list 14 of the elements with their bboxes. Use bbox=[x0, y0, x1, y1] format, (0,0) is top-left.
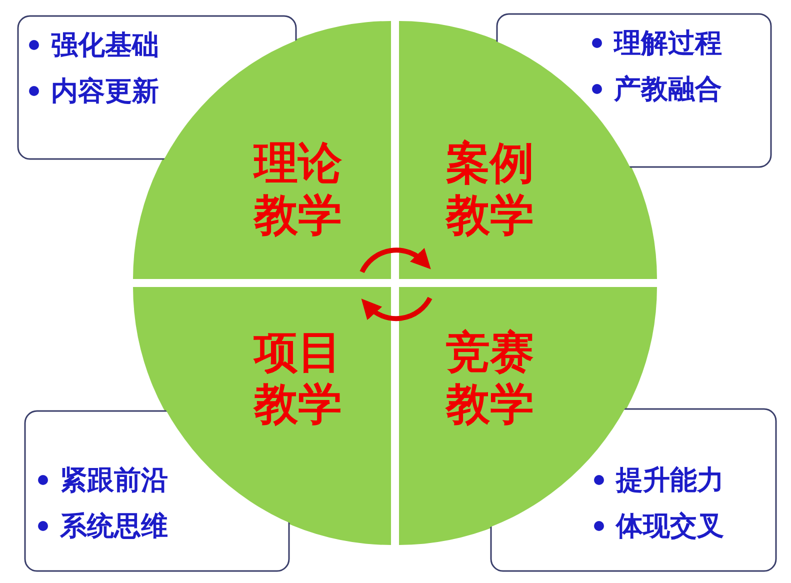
bullet-item: 理解过程 bbox=[614, 28, 722, 59]
curved-arrow bbox=[360, 296, 432, 321]
bullet-item: 体现交叉 bbox=[616, 511, 724, 542]
bullet-item: 紧跟前沿 bbox=[60, 465, 168, 496]
bullet-item: 强化基础 bbox=[51, 30, 159, 61]
quadrant-title: 竞赛教学 bbox=[444, 327, 535, 431]
bullet-item: 内容更新 bbox=[51, 76, 159, 107]
bullet-item: 产教融合 bbox=[614, 74, 722, 105]
quadrant-title: 案例教学 bbox=[444, 138, 535, 242]
quadrant-title: 理论教学 bbox=[252, 138, 343, 242]
bullet-item: 提升能力 bbox=[616, 465, 724, 496]
quadrant-title: 项目教学 bbox=[252, 327, 343, 431]
bullet-item: 系统思维 bbox=[60, 511, 168, 542]
curved-arrow bbox=[360, 248, 432, 274]
